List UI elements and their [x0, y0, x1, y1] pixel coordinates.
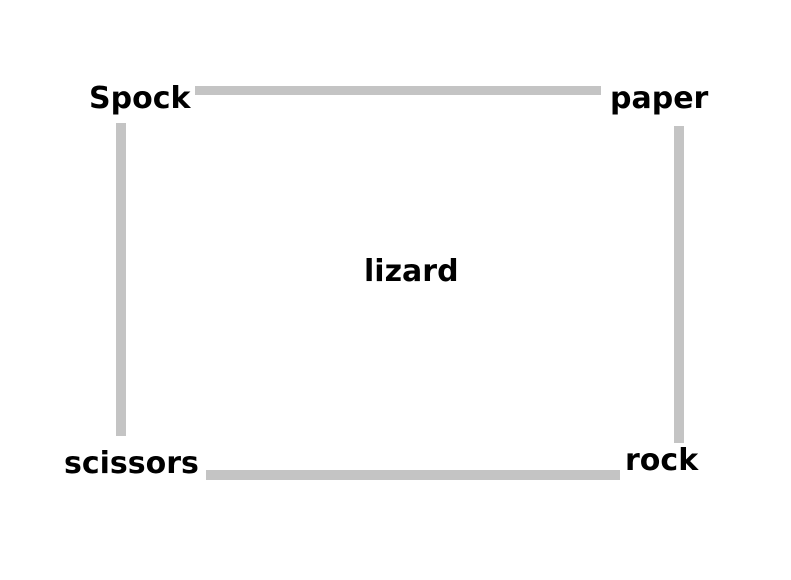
node-lizard: lizard — [364, 254, 459, 289]
node-scissors: scissors — [64, 446, 199, 481]
edge-spock-paper — [195, 86, 601, 95]
edge-rock-scissors — [206, 470, 620, 480]
node-rock: rock — [625, 443, 699, 478]
edge-paper-rock — [674, 126, 684, 443]
node-spock: Spock — [89, 81, 191, 116]
node-paper: paper — [610, 81, 709, 116]
edge-scissors-spock — [116, 123, 126, 436]
